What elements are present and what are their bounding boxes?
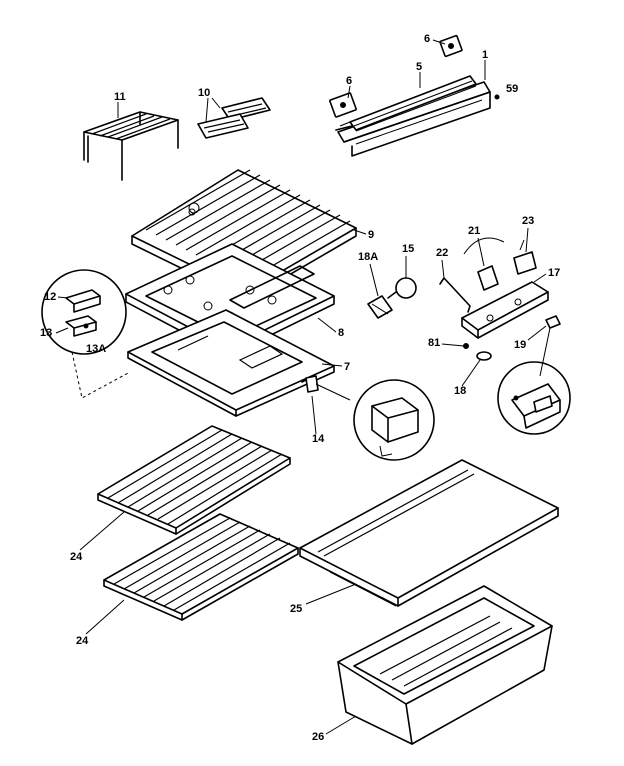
- callout-25: 25: [290, 603, 302, 615]
- top-shelf: [131, 169, 357, 301]
- crisper-drawer: [337, 585, 553, 745]
- callout-8: 8: [338, 327, 344, 339]
- callout-21: 21: [468, 225, 480, 237]
- callout-59: 59: [506, 83, 518, 95]
- callout-22: 22: [436, 247, 448, 259]
- wire-shelf-upper: [97, 425, 291, 535]
- callout-24-lower: 24: [76, 635, 89, 647]
- callout-5: 5: [416, 61, 422, 73]
- egg-trays: [197, 97, 271, 139]
- callout-81: 81: [428, 337, 440, 349]
- callout-12: 12: [44, 291, 56, 303]
- wire-shelf-upper-wires: [107, 429, 283, 525]
- small-parts-lower-right: [463, 315, 571, 435]
- callout-10: 10: [198, 87, 210, 99]
- control-housing: [439, 237, 549, 339]
- light-switch: [301, 375, 435, 461]
- callout-7: 7: [344, 361, 350, 373]
- crisper-lid: [299, 459, 559, 607]
- callout-24-upper: 24: [70, 551, 83, 563]
- detail-inset-12-13: [41, 269, 131, 399]
- callout-23: 23: [522, 215, 534, 227]
- wire-shelf-lower-wires: [113, 517, 291, 611]
- callout-9: 9: [368, 229, 374, 241]
- callout-6-lower: 6: [346, 75, 352, 87]
- callout-26: 26: [312, 731, 324, 743]
- callout-18: 18: [454, 385, 466, 397]
- callout-17: 17: [548, 267, 560, 279]
- callout-13: 13: [40, 327, 52, 339]
- callout-6-upper: 6: [424, 33, 430, 45]
- wire-shelf-lower: [103, 513, 299, 621]
- callout-18a: 18A: [358, 251, 378, 263]
- callout-13a: 13A: [86, 343, 106, 355]
- rail-assembly: [329, 34, 500, 157]
- lamp-socket-and-bulb: [367, 277, 417, 319]
- callout-11: 11: [114, 91, 126, 103]
- callout-14: 14: [312, 433, 325, 445]
- crisper-cover: [127, 309, 335, 417]
- wire-rack: [83, 111, 179, 181]
- callout-15: 15: [402, 243, 414, 255]
- callout-19: 19: [514, 339, 526, 351]
- callout-1: 1: [482, 49, 488, 61]
